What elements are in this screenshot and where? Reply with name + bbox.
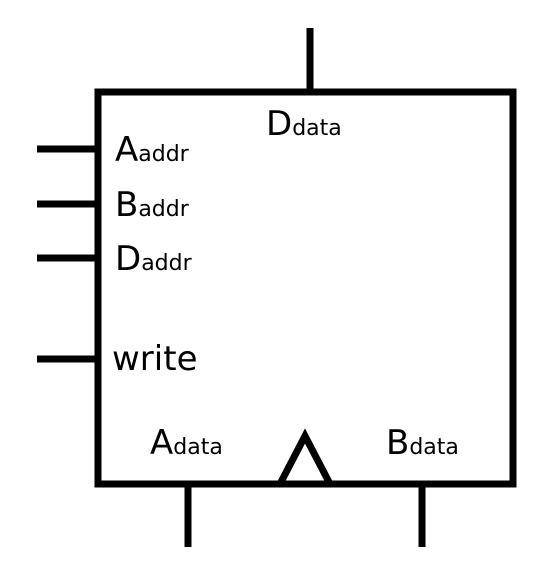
daddr-label: Daddr <box>115 242 192 276</box>
adata-label: Adata <box>150 426 223 460</box>
baddr-sub: addr <box>138 197 189 222</box>
daddr-sub: addr <box>141 251 192 276</box>
aaddr-label: Aaddr <box>115 133 189 167</box>
adata-main: A <box>150 423 174 463</box>
bdata-main: B <box>386 423 410 463</box>
daddr-main: D <box>115 239 142 279</box>
register-file-box <box>94 88 517 488</box>
bdata-sub: data <box>409 435 459 460</box>
ddata-sub: data <box>292 116 342 141</box>
baddr-main: B <box>115 185 139 225</box>
bdata-label: Bdata <box>386 426 459 460</box>
write-label: write <box>112 339 198 379</box>
ddata-main: D <box>266 104 293 144</box>
ddata-label: Ddata <box>266 107 342 141</box>
clock-triangle-icon <box>276 428 334 486</box>
aaddr-main: A <box>115 130 139 170</box>
baddr-label: Baddr <box>115 188 189 222</box>
aaddr-sub: addr <box>138 142 189 167</box>
adata-sub: data <box>173 435 223 460</box>
